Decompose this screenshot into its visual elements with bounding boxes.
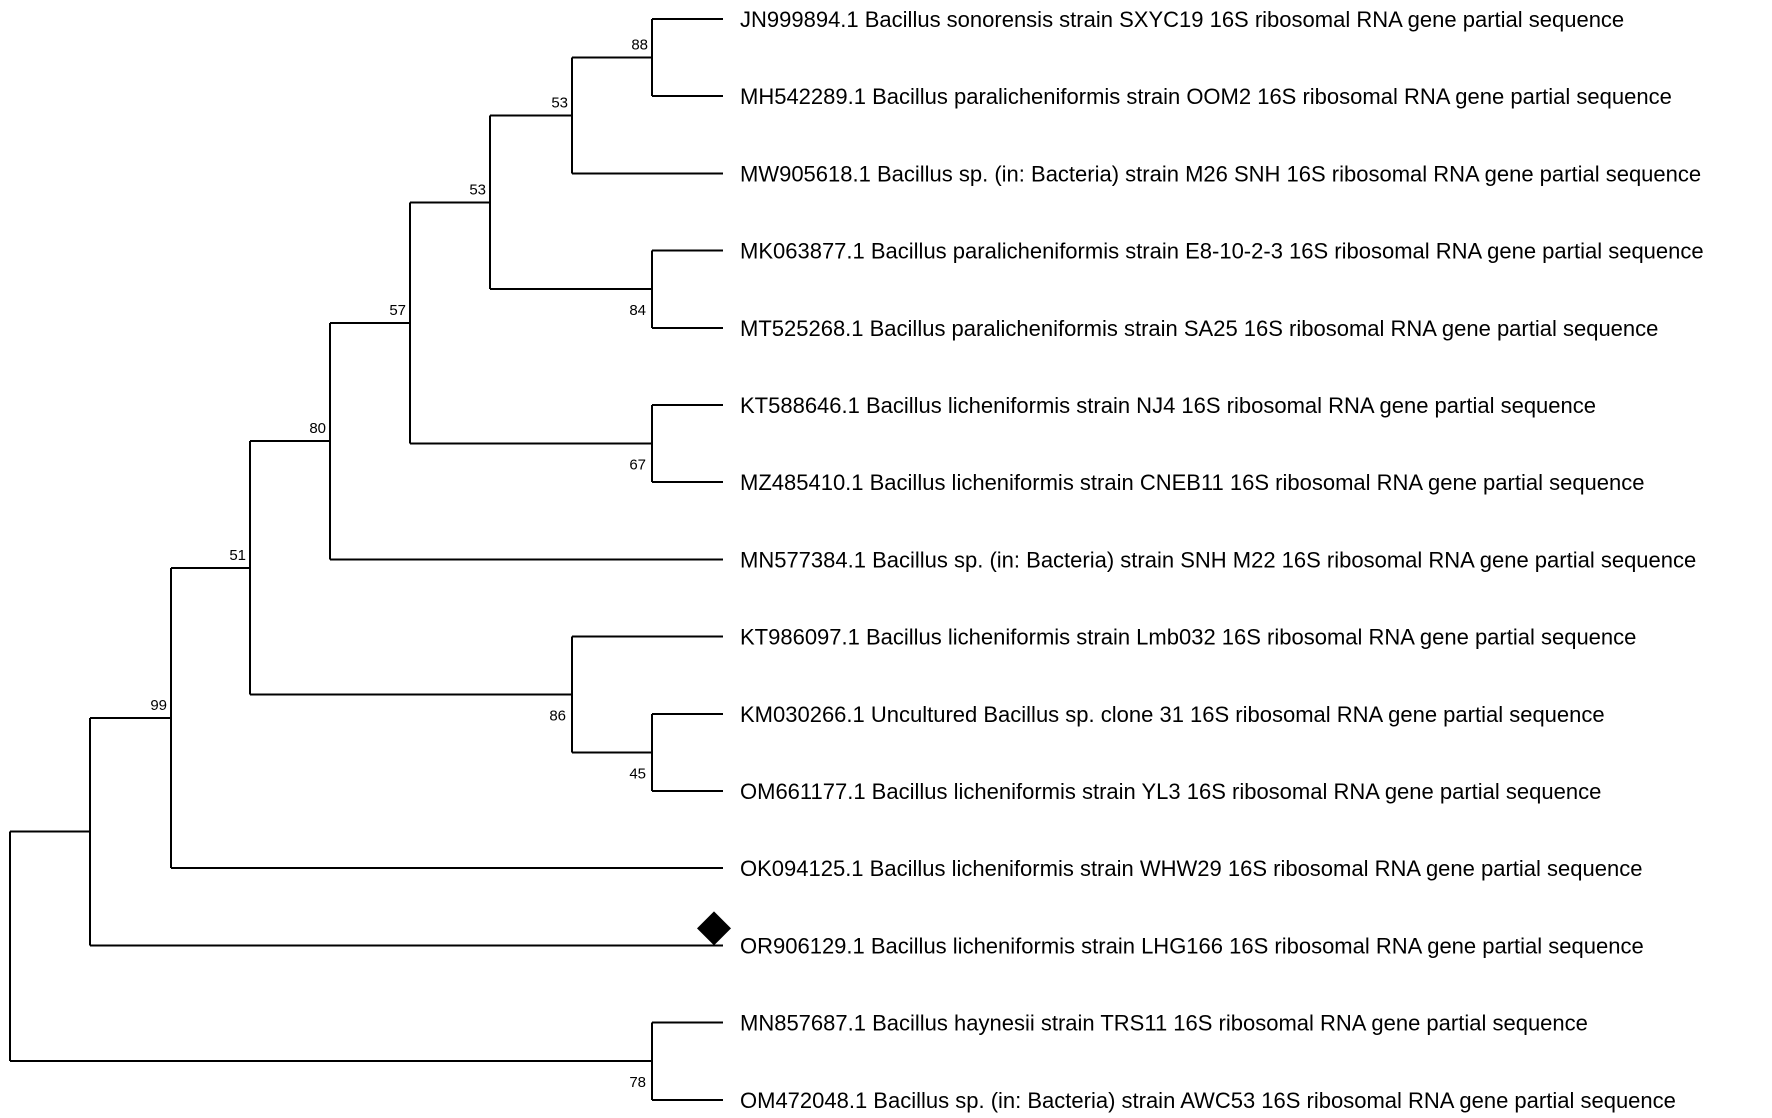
bootstrap-values: 88 53 84 53 67 57 80 45 86 51 99 78 xyxy=(150,37,648,1092)
leaf-label-L5: MT525268.1 Bacillus paralicheniformis st… xyxy=(740,316,1658,341)
leaf-label-L12: OK094125.1 Bacillus licheniformis strain… xyxy=(740,856,1642,881)
bootstrap-value-n86: 86 xyxy=(549,708,566,725)
diamond-icon xyxy=(697,911,731,946)
leaf-label-L15: OM472048.1 Bacillus sp. (in: Bacteria) s… xyxy=(740,1088,1676,1113)
leaf-label-L4: MK063877.1 Bacillus paralicheniformis st… xyxy=(740,239,1704,264)
bootstrap-value-n80: 80 xyxy=(309,420,326,437)
tree-branches xyxy=(9,18,723,1101)
leaf-label-L8: MN577384.1 Bacillus sp. (in: Bacteria) s… xyxy=(740,547,1696,572)
leaf-label-L7: MZ485410.1 Bacillus licheniformis strain… xyxy=(740,470,1645,495)
leaf-label-L9: KT986097.1 Bacillus licheniformis strain… xyxy=(740,625,1636,650)
bootstrap-value-n53a: 53 xyxy=(551,95,568,112)
leaf-label-L14: MN857687.1 Bacillus haynesii strain TRS1… xyxy=(740,1011,1588,1036)
leaf-label-L13: OR906129.1 Bacillus licheniformis strain… xyxy=(740,933,1644,958)
leaf-label-L3: MW905618.1 Bacillus sp. (in: Bacteria) s… xyxy=(740,161,1701,186)
bootstrap-value-n88: 88 xyxy=(631,37,648,54)
bootstrap-value-n45: 45 xyxy=(629,765,646,782)
leaf-label-L10: KM030266.1 Uncultured Bacillus sp. clone… xyxy=(740,702,1605,727)
bootstrap-value-n53b: 53 xyxy=(469,181,486,198)
leaf-label-L6: KT588646.1 Bacillus licheniformis strain… xyxy=(740,393,1596,418)
leaf-label-L11: OM661177.1 Bacillus licheniformis strain… xyxy=(740,779,1601,804)
leaf-label-L1: JN999894.1 Bacillus sonorensis strain SX… xyxy=(740,7,1624,32)
leaf-label-L2: MH542289.1 Bacillus paralicheniformis st… xyxy=(740,84,1672,109)
bootstrap-value-n67: 67 xyxy=(629,457,646,474)
bootstrap-value-n78: 78 xyxy=(629,1074,646,1091)
bootstrap-value-n57: 57 xyxy=(389,302,406,319)
leaf-labels: JN999894.1 Bacillus sonorensis strain SX… xyxy=(740,7,1704,1113)
bootstrap-value-n99: 99 xyxy=(150,697,167,714)
leaf-markers xyxy=(697,911,731,946)
bootstrap-value-n84: 84 xyxy=(629,302,646,319)
bootstrap-value-n51: 51 xyxy=(229,547,246,564)
